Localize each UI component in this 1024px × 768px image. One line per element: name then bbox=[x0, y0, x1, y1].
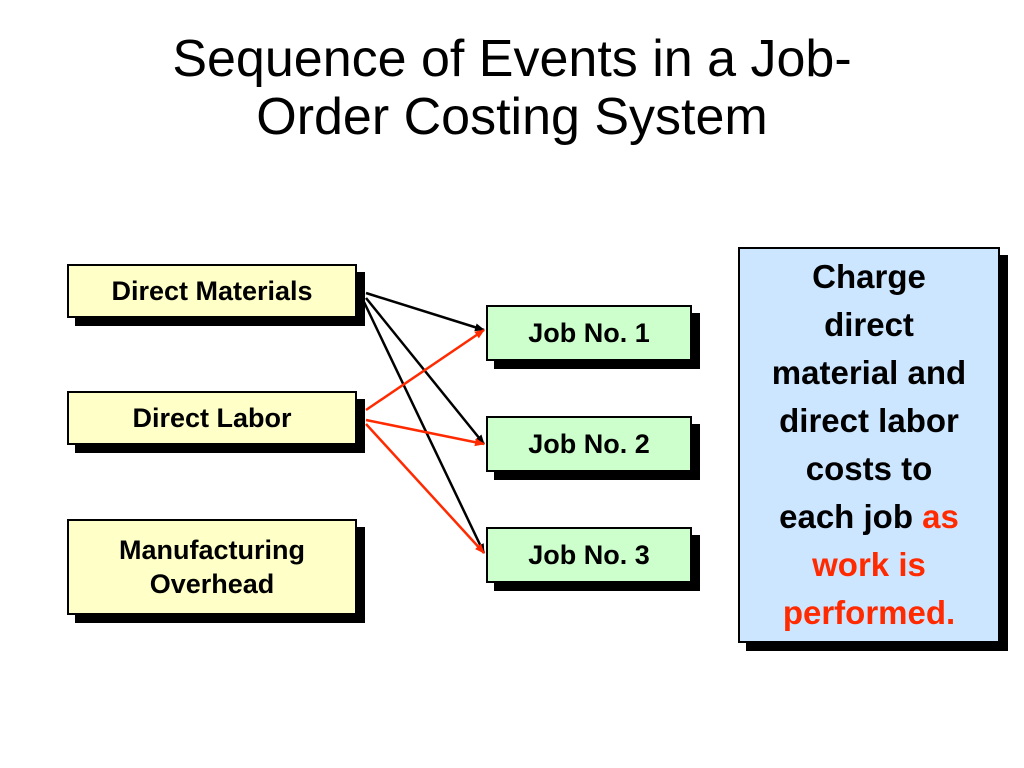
job-2-box: Job No. 2 bbox=[486, 416, 692, 472]
title-line-1: Sequence of Events in a Job- bbox=[172, 30, 852, 88]
note-line-6: each job as bbox=[779, 493, 959, 541]
arrow-labor-to-job2 bbox=[365, 418, 485, 447]
direct-labor-label: Direct Labor bbox=[132, 403, 292, 433]
note-line-3: material and bbox=[771, 354, 967, 391]
title-line-2: Order Costing System bbox=[256, 88, 768, 146]
arrow-materials-to-job3 bbox=[362, 301, 486, 554]
job-1-box: Job No. 1 bbox=[486, 305, 692, 361]
job-3-label: Job No. 3 bbox=[528, 539, 650, 570]
direct-materials-box: Direct Materials bbox=[67, 264, 357, 318]
arrow-labor-to-job3 bbox=[365, 423, 485, 554]
note-line-2: direct bbox=[824, 306, 914, 343]
manufacturing-overhead-box: Manufacturing Overhead bbox=[67, 519, 357, 615]
overhead-label-line-2: Overhead bbox=[149, 569, 275, 599]
job-3-box: Job No. 3 bbox=[486, 527, 692, 583]
job-2-label: Job No. 2 bbox=[528, 428, 650, 459]
explanation-note-box: Charge direct material and direct labor … bbox=[738, 247, 1000, 643]
direct-materials-label: Direct Materials bbox=[111, 276, 313, 306]
arrow-labor-to-job1 bbox=[365, 328, 485, 412]
arrow-materials-to-job1 bbox=[365, 291, 485, 332]
note-line-1: Charge bbox=[812, 258, 926, 295]
note-line-6-text: each job bbox=[779, 498, 923, 535]
job-1-label: Job No. 1 bbox=[528, 317, 650, 348]
note-line-4: direct labor bbox=[779, 402, 959, 439]
note-line-7: work is bbox=[812, 546, 926, 583]
note-line-5: costs to bbox=[805, 450, 933, 487]
note-line-6-accent: as bbox=[922, 498, 959, 535]
slide-title: Sequence of Events in a Job- Order Costi… bbox=[0, 30, 1024, 146]
direct-labor-box: Direct Labor bbox=[67, 391, 357, 445]
overhead-label-line-1: Manufacturing bbox=[119, 535, 305, 565]
note-line-8: performed. bbox=[782, 594, 956, 631]
